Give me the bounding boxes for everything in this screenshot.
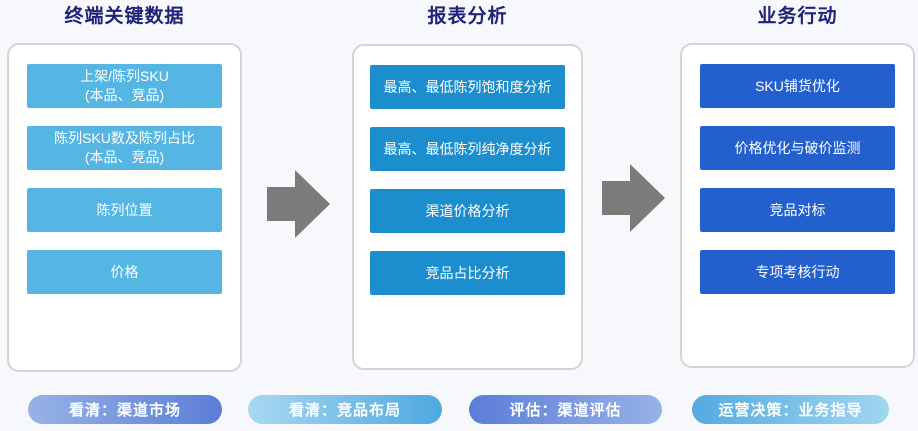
diagram-node: 竞品占比分析 — [370, 251, 565, 295]
node-label: 竞品对标 — [769, 201, 826, 218]
diagram-node: 陈列位置 — [27, 188, 222, 232]
pill-operation-decision-guidance: 运营决策：业务指导 — [692, 395, 889, 424]
diagram-node: 最高、最低陈列饱和度分析 — [370, 65, 565, 109]
diagram-node: 价格优化与破价监测 — [700, 126, 895, 170]
card-terminal-data: 上架/陈列SKU (本品、竞品) 陈列SKU数及陈列占比 (本品、竞品) 陈列位… — [7, 43, 242, 372]
diagram-node: 价格 — [27, 250, 222, 294]
column-title-business-action: 业务行动 — [757, 6, 838, 27]
arrow-right-icon — [267, 170, 330, 238]
diagram-node: 渠道价格分析 — [370, 189, 565, 233]
column-title-terminal-data: 终端关键数据 — [64, 6, 185, 27]
pill-see-competitor-layout: 看清：竞品布局 — [248, 395, 442, 424]
pill-label: 评估：渠道评估 — [509, 402, 622, 419]
diagram-node: 专项考核行动 — [700, 250, 895, 294]
node-sublabel: (本品、竞品) — [84, 149, 165, 165]
diagram-node: 竞品对标 — [700, 188, 895, 232]
node-label: 陈列SKU数及陈列占比 — [54, 130, 195, 147]
node-label: 渠道价格分析 — [425, 202, 510, 219]
node-label: 专项考核行动 — [755, 263, 840, 280]
column-title-report-analysis: 报表分析 — [427, 6, 508, 27]
pill-evaluate-channel: 评估：渠道评估 — [469, 395, 662, 424]
card-report-analysis: 最高、最低陈列饱和度分析 最高、最低陈列纯净度分析 渠道价格分析 竞品占比分析 — [352, 44, 583, 370]
diagram-node: 上架/陈列SKU (本品、竞品) — [27, 64, 222, 108]
pill-label: 运营决策：业务指导 — [718, 402, 863, 419]
node-label: 价格优化与破价监测 — [734, 139, 861, 156]
node-label: 上架/陈列SKU — [80, 68, 169, 85]
node-sublabel: (本品、竞品) — [84, 87, 165, 103]
card-business-action: SKU铺货优化 价格优化与破价监测 竞品对标 专项考核行动 — [680, 43, 915, 368]
pill-see-channel-market: 看清：渠道市场 — [28, 395, 222, 424]
node-label: 最高、最低陈列纯净度分析 — [383, 140, 552, 157]
arrow-right-icon — [602, 164, 665, 232]
node-label: SKU铺货优化 — [755, 77, 840, 94]
pill-label: 看清：竞品布局 — [288, 402, 401, 419]
node-label: 价格 — [110, 263, 139, 280]
node-label: 最高、最低陈列饱和度分析 — [383, 78, 552, 95]
node-label: 陈列位置 — [96, 201, 153, 218]
diagram-node: 最高、最低陈列纯净度分析 — [370, 127, 565, 171]
node-label: 竞品占比分析 — [425, 264, 510, 281]
diagram-node: 陈列SKU数及陈列占比 (本品、竞品) — [27, 126, 222, 170]
pill-label: 看清：渠道市场 — [68, 402, 181, 419]
diagram-node: SKU铺货优化 — [700, 64, 895, 108]
